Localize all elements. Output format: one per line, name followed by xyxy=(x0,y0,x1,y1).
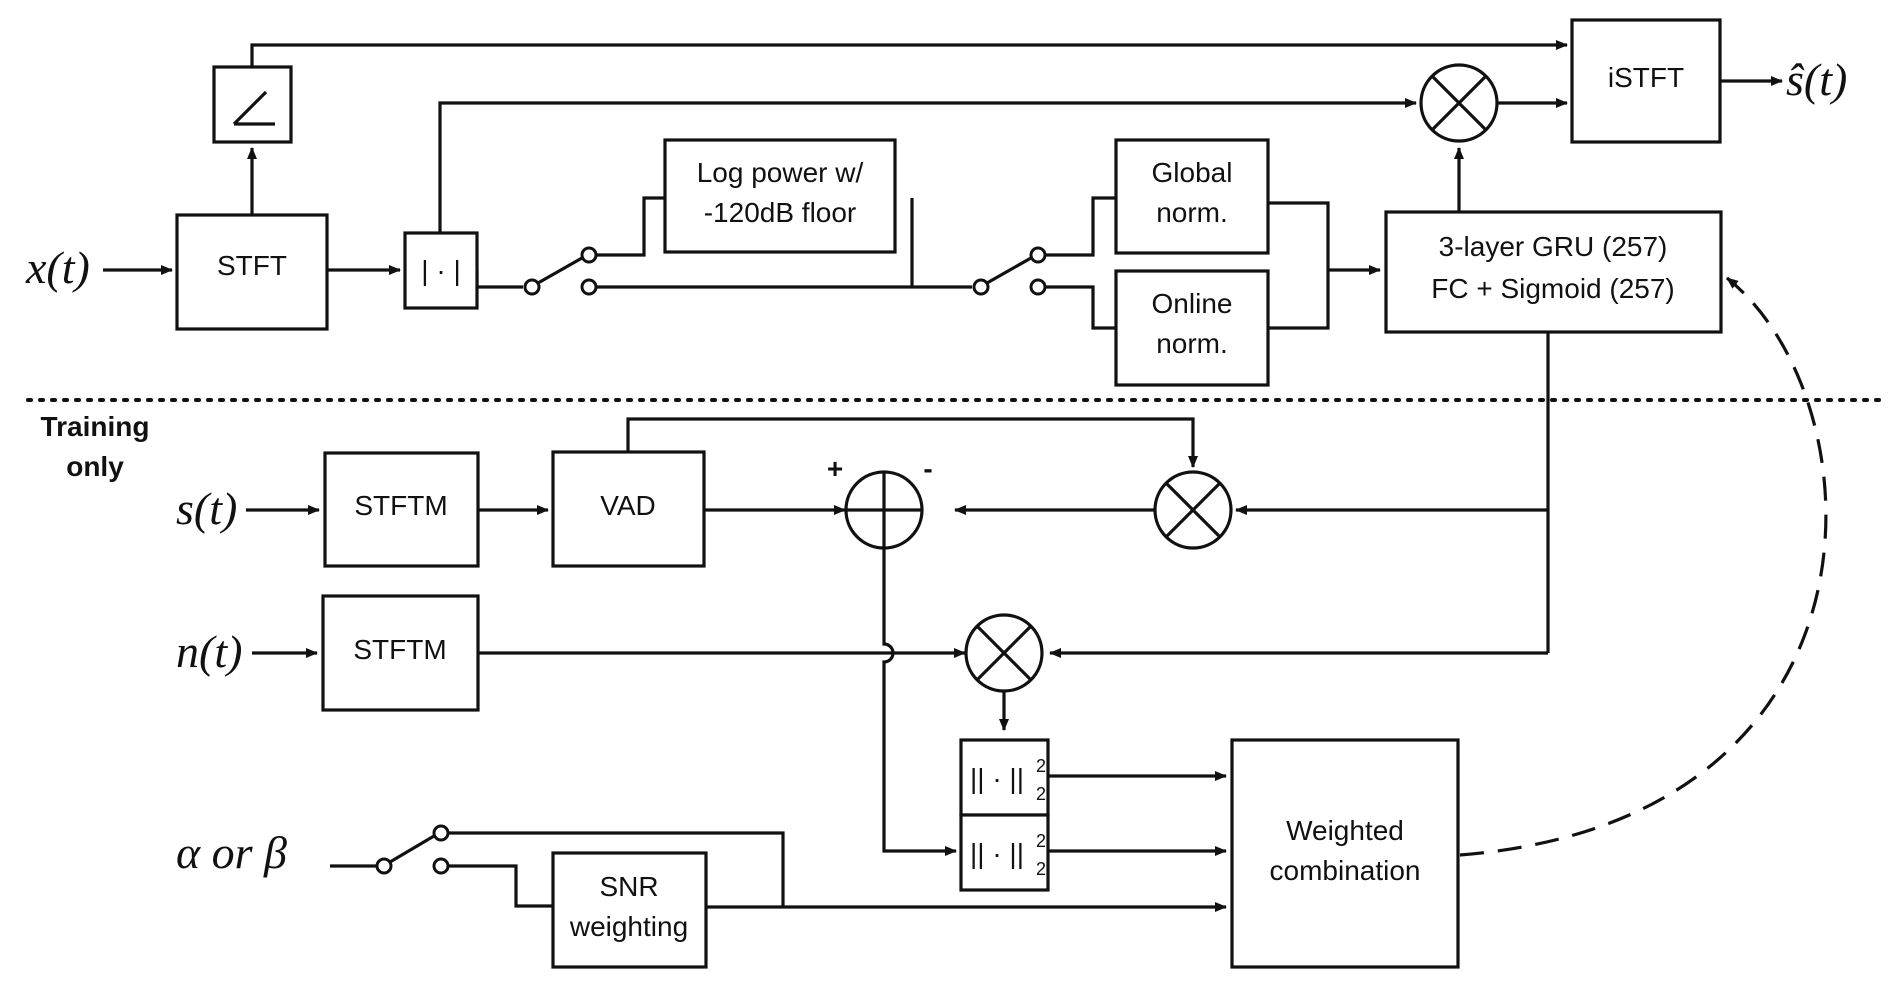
wire-abs-to-switch1 xyxy=(475,270,523,289)
block-log-power: Log power w/ -120dB floor xyxy=(663,138,897,254)
signal-n: n(t) xyxy=(176,626,242,677)
circled-times-icon xyxy=(975,624,1033,682)
norm-top-sup: 2 xyxy=(1036,756,1046,776)
block-phase xyxy=(212,65,293,144)
switch-weight-select[interactable] xyxy=(375,824,450,875)
online-norm-label-1: Online xyxy=(1152,288,1233,319)
gru-label-1: 3-layer GRU (257) xyxy=(1439,231,1668,262)
stftm-n-label: STFTM xyxy=(353,634,446,665)
training-label-2: only xyxy=(66,451,124,482)
wire-global-out xyxy=(1268,201,1330,330)
log-power-label-1: Log power w/ xyxy=(697,157,864,188)
wire-switch3-bottom-to-snr xyxy=(448,864,553,908)
block-summer xyxy=(844,470,924,550)
block-stftm-speech: STFTM xyxy=(323,451,480,568)
block-weighted-combination: Weighted combination xyxy=(1230,738,1460,969)
block-noise-multiply xyxy=(964,613,1044,693)
signal-alpha-beta: α or β xyxy=(176,827,287,878)
block-stft: STFT xyxy=(175,213,329,331)
norm-top-sub: 2 xyxy=(1036,784,1046,804)
log-power-label-2: -120dB floor xyxy=(704,197,857,228)
block-global-norm: Global norm. xyxy=(1114,138,1270,255)
global-norm-label-1: Global xyxy=(1152,157,1233,188)
block-istft: iSTFT xyxy=(1570,18,1722,144)
wire-switch3-top xyxy=(448,831,785,907)
signal-x: x(t) xyxy=(25,242,90,293)
wires xyxy=(26,40,1882,912)
circled-plus-icon xyxy=(846,472,922,548)
stft-label: STFT xyxy=(217,250,287,281)
block-gru: 3-layer GRU (257) FC + Sigmoid (257) xyxy=(1384,210,1723,334)
block-magnitude: | · | xyxy=(403,231,479,310)
summer-plus-sign: + xyxy=(827,453,843,484)
online-norm-label-2: norm. xyxy=(1156,328,1228,359)
summer-minus-sign: - xyxy=(923,453,932,484)
global-norm-label-2: norm. xyxy=(1156,197,1228,228)
signal-s-hat: ŝ(t) xyxy=(1786,54,1847,105)
norm-top-label: || · || xyxy=(970,763,1024,794)
wire-switch1-to-logpower xyxy=(596,196,665,257)
istft-label: iSTFT xyxy=(1608,62,1684,93)
wire-summer-to-norm-bottom xyxy=(882,548,957,856)
norm-bottom-sub: 2 xyxy=(1036,859,1046,879)
circled-times-icon xyxy=(1430,74,1488,132)
wire-phase-to-istft xyxy=(250,40,1568,67)
switch-norm-select[interactable] xyxy=(972,246,1047,296)
wire-training-feedback xyxy=(1459,276,1828,857)
block-snr-weighting: SNR weighting xyxy=(551,851,708,969)
abs-label: | · | xyxy=(421,255,460,286)
wire-abs-to-mask-multiply xyxy=(438,98,1417,233)
gru-label-2: FC + Sigmoid (257) xyxy=(1431,273,1675,304)
stftm-s-label: STFTM xyxy=(354,490,447,521)
norm-bottom-label: || · || xyxy=(970,838,1024,869)
wire-vad-to-speech-multiply xyxy=(626,417,1198,468)
snr-label-2: weighting xyxy=(569,911,688,942)
switch-input-select[interactable] xyxy=(523,246,598,296)
block-norm-squared-bottom: || · || 2 2 xyxy=(959,813,1050,892)
training-label-1: Training xyxy=(41,411,150,442)
signal-s: s(t) xyxy=(176,483,237,534)
block-mask-multiply xyxy=(1419,63,1499,143)
weighted-label-2: combination xyxy=(1270,855,1421,886)
circled-times-icon xyxy=(1164,481,1222,539)
block-stftm-noise: STFTM xyxy=(321,594,480,712)
block-norm-squared-top: || · || 2 2 xyxy=(959,738,1050,817)
wire-switch2-to-online xyxy=(1045,285,1116,330)
vad-label: VAD xyxy=(600,490,656,521)
block-speech-multiply xyxy=(1153,470,1233,550)
wire-switch2-to-global xyxy=(1045,196,1116,257)
norm-bottom-sup: 2 xyxy=(1036,831,1046,851)
block-vad: VAD xyxy=(551,450,706,568)
snr-label-1: SNR xyxy=(599,871,658,902)
block-online-norm: Online norm. xyxy=(1114,269,1270,387)
angle-icon xyxy=(232,90,275,126)
weighted-label-1: Weighted xyxy=(1286,815,1404,846)
